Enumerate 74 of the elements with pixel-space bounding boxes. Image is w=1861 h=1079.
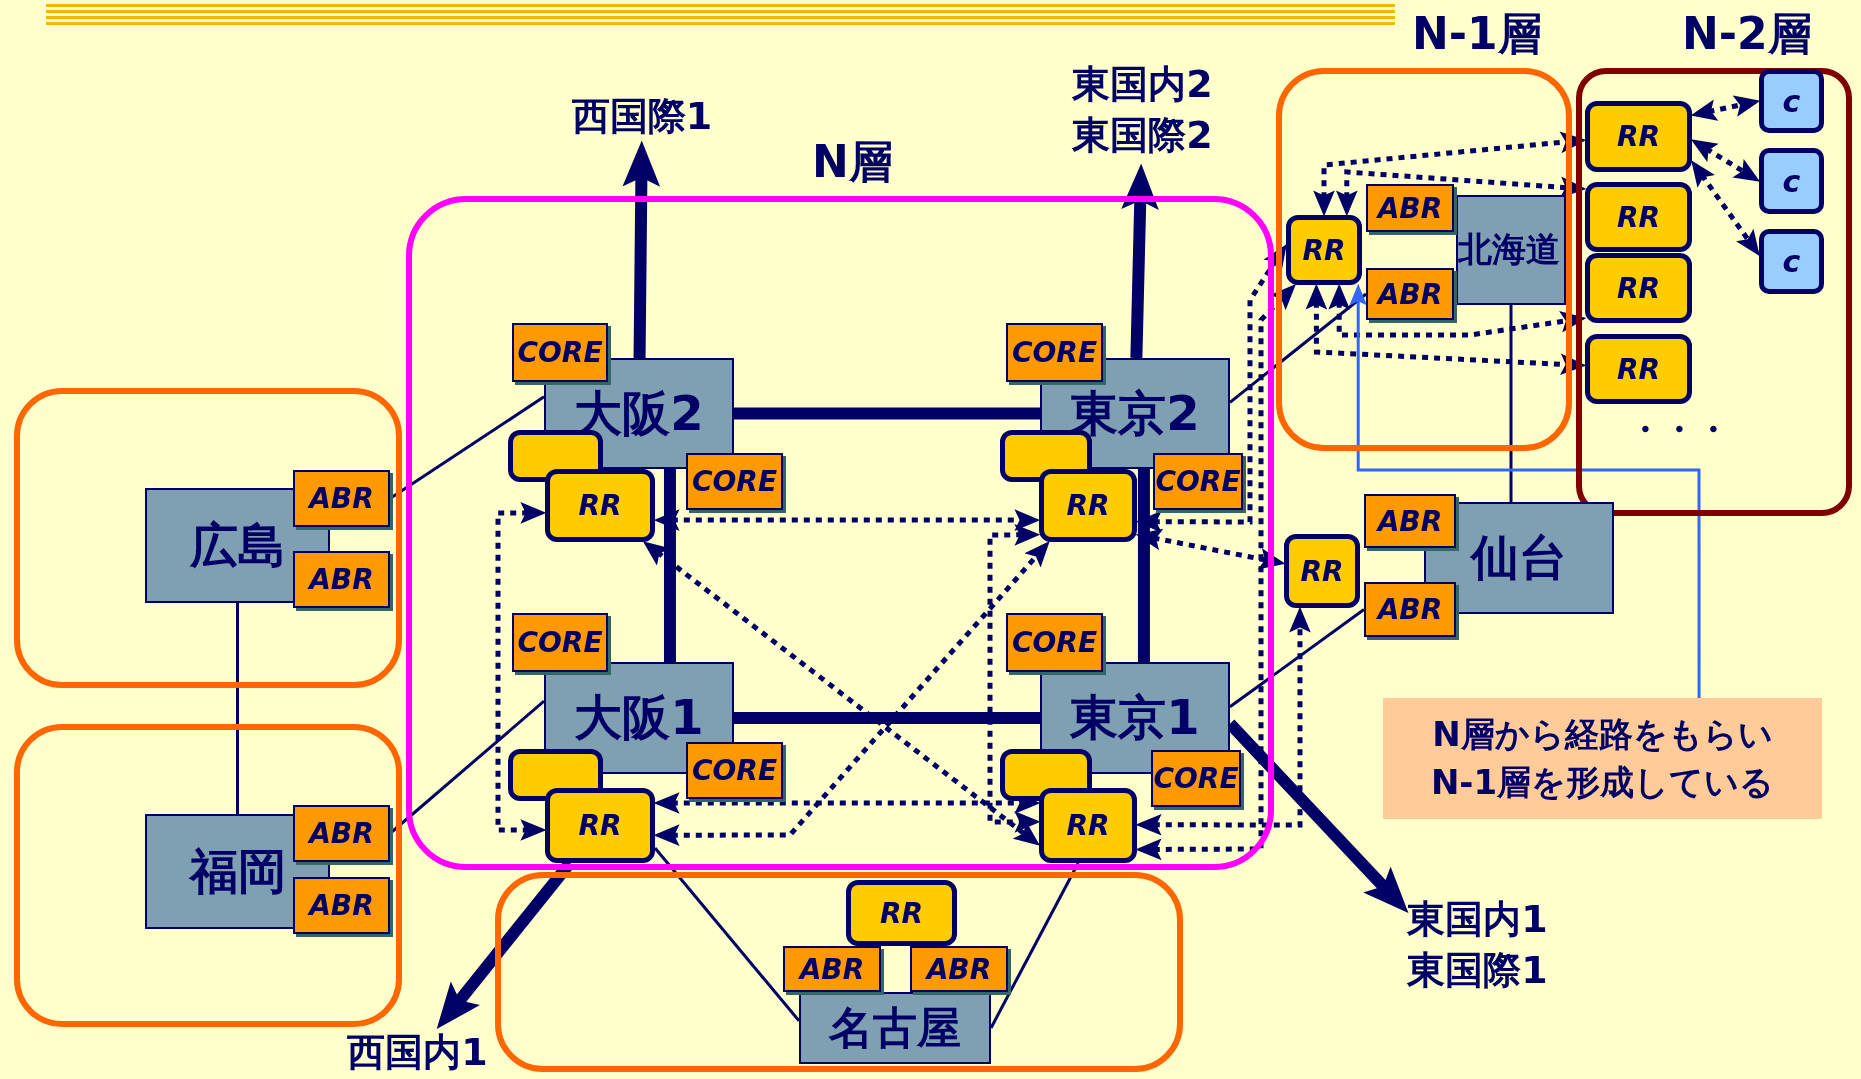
area-frame <box>14 724 402 1027</box>
arrow <box>1349 283 1701 698</box>
router-box: RR <box>545 788 655 863</box>
destination-label: 東国内2 <box>1072 60 1213 108</box>
router-tag: CORE <box>686 742 783 799</box>
arrow <box>495 502 547 841</box>
router-box: RR <box>545 469 655 542</box>
arrow <box>653 509 1041 531</box>
link-line <box>1229 292 1367 404</box>
router-box: RR <box>1039 469 1137 542</box>
router-tag: ABR <box>910 946 1008 992</box>
arrow <box>1335 169 1587 217</box>
router-box: RR <box>1585 253 1692 323</box>
destination-label: 東国内1 <box>1407 895 1548 943</box>
arrow <box>622 140 661 359</box>
router-tag: CORE <box>1153 453 1243 510</box>
arrow <box>1313 131 1587 217</box>
site-box: 名古屋 <box>799 992 991 1064</box>
arrow <box>1135 606 1311 836</box>
link-line <box>734 712 1040 724</box>
router-tag: ABR <box>1366 268 1454 320</box>
link-line <box>1509 305 1513 502</box>
arrow <box>987 524 1041 833</box>
arrow <box>1690 139 1761 182</box>
arrow <box>1691 160 1760 257</box>
area-frame <box>14 388 402 688</box>
router-tag: ABR <box>1366 184 1454 232</box>
arrow <box>1305 283 1587 376</box>
router-box: RR <box>1585 334 1692 404</box>
destination-label: 東国際1 <box>1407 947 1548 994</box>
router-tag: CORE <box>1006 613 1103 672</box>
router-tag: CORE <box>686 453 783 510</box>
router-box: RR <box>846 880 957 946</box>
router-tag: ABR <box>1364 582 1456 637</box>
router-tag: CORE <box>512 323 608 382</box>
link-line <box>734 407 1040 420</box>
arrow <box>1328 283 1587 338</box>
link-line <box>663 469 676 662</box>
arrow <box>1690 95 1761 121</box>
router-tag: CORE <box>512 613 608 672</box>
router-box: RR <box>1286 215 1362 285</box>
router-tag: ABR <box>293 470 390 527</box>
layer-heading: N-2層 <box>1682 12 1812 56</box>
site-box: 北海道 <box>1456 195 1566 305</box>
destination-label: 西国内1 <box>335 1028 500 1078</box>
ellipsis-label: ・・・ <box>1628 412 1730 446</box>
callout-box: N層から経路をもらいN-1層を形成している <box>1383 698 1822 819</box>
client-box: c <box>1759 229 1824 294</box>
client-box: c <box>1759 69 1824 133</box>
router-box: RR <box>1039 788 1137 863</box>
arrow <box>653 792 1041 814</box>
router-tag: CORE <box>1151 750 1241 807</box>
arrow <box>1135 284 1296 861</box>
router-box: RR <box>1585 182 1692 252</box>
arrow <box>1121 163 1159 359</box>
link-line <box>1137 469 1150 662</box>
link-line <box>236 603 239 814</box>
destination-label: 東国際2 <box>1072 112 1213 159</box>
destination-label: 西国際1 <box>572 92 712 142</box>
arrow <box>1135 528 1286 570</box>
link-line <box>653 847 801 1022</box>
link-line <box>1229 608 1365 708</box>
router-tag: ABR <box>1364 494 1456 548</box>
router-tag: ABR <box>783 946 881 992</box>
router-box: RR <box>1284 534 1360 608</box>
layer-heading: N層 <box>812 140 893 184</box>
router-tag: ABR <box>293 877 390 934</box>
router-tag: ABR <box>293 805 390 862</box>
router-box: RR <box>1585 101 1692 172</box>
layer-heading: N-1層 <box>1412 12 1542 56</box>
area-frame <box>495 872 1183 1072</box>
client-box: c <box>1759 148 1824 214</box>
router-tag: CORE <box>1006 323 1103 382</box>
router-tag: ABR <box>293 551 390 608</box>
